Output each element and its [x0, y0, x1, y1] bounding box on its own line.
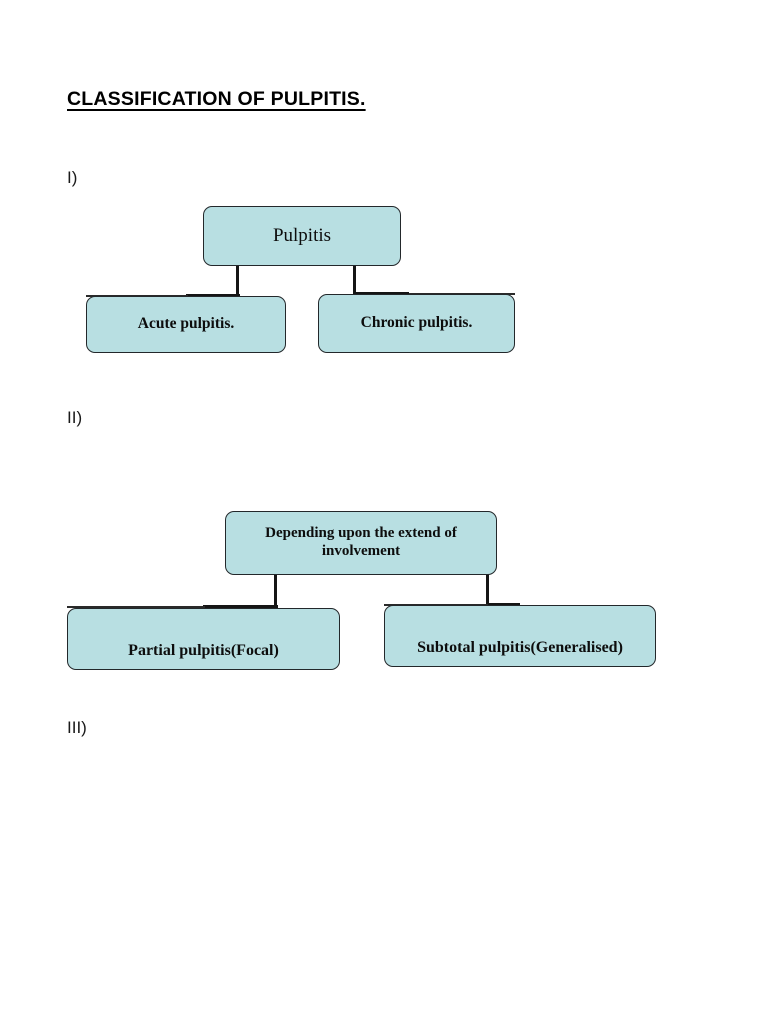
diagram1-child-node-chronic: Chronic pulpitis.	[318, 294, 515, 353]
diagram2-child-top-edge-right	[384, 604, 488, 606]
diagram2-root-label: Depending upon the extend of involvement	[265, 525, 457, 559]
diagram1-root-label: Pulpitis	[272, 224, 332, 246]
diagram1-connector-horizontal-right	[353, 292, 409, 296]
diagram2-child-label-partial: Partial pulpitis(Focal)	[128, 642, 279, 660]
diagram2-child-label-subtotal: Subtotal pulpitis(Generalised)	[417, 639, 623, 657]
diagram1-child-label-chronic: Chronic pulpitis.	[360, 314, 473, 332]
diagram1-root-node: Pulpitis	[203, 206, 401, 266]
diagram2-child-top-edge-left	[67, 606, 205, 608]
diagram1-connector-vertical-left	[236, 264, 240, 298]
diagram2-connector-vertical-right	[486, 571, 490, 607]
diagram2-connector-horizontal-left	[203, 605, 278, 609]
diagram1-connector-vertical-right	[353, 264, 357, 296]
section-numeral-1: I)	[67, 168, 78, 187]
diagram2-child-node-partial: Partial pulpitis(Focal)	[67, 608, 340, 670]
diagram2-connector-horizontal-right	[486, 603, 520, 607]
diagram1-child-node-acute: Acute pulpitis.	[86, 296, 286, 353]
section-numeral-2: II)	[67, 408, 83, 427]
diagram1-child-label-acute: Acute pulpitis.	[137, 315, 235, 333]
diagram2-connector-vertical-left	[274, 573, 278, 609]
diagram1-child-top-edge-right	[409, 293, 515, 295]
diagram2-child-node-subtotal: Subtotal pulpitis(Generalised)	[384, 605, 656, 667]
page-title: CLASSIFICATION OF PULPITIS.	[67, 88, 366, 110]
diagram1-child-top-edge-left	[86, 295, 188, 297]
section-numeral-3: III)	[67, 718, 87, 737]
diagram2-root-node: Depending upon the extend of involvement	[225, 511, 497, 575]
diagram1-connector-horizontal-left	[186, 294, 240, 298]
